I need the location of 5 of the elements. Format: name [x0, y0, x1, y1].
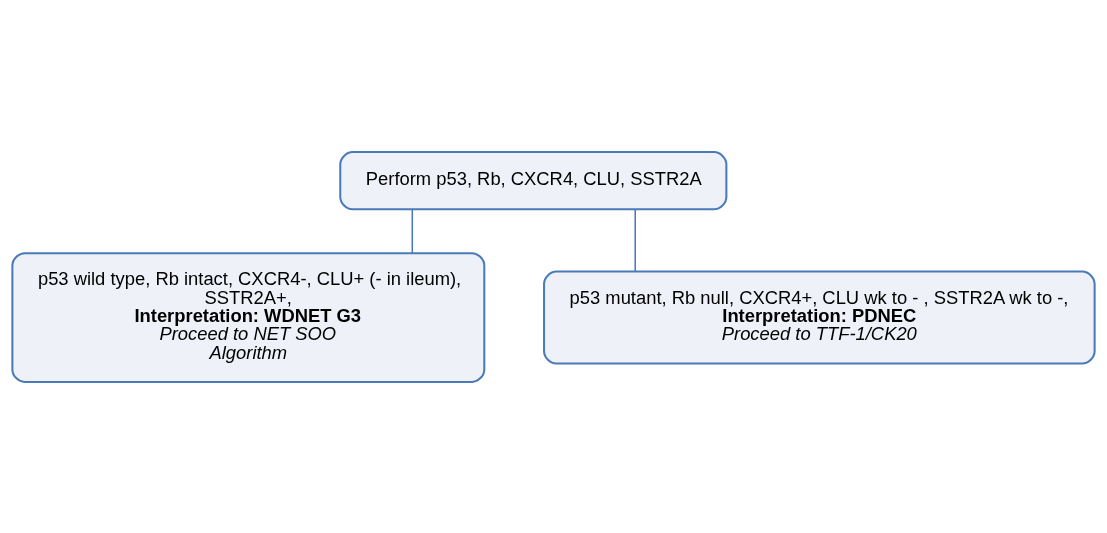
node-box: Perform p53, Rb, CXCR4, CLU, SSTR2A	[339, 150, 728, 210]
connector	[634, 208, 636, 272]
node-box: p53 wild type, Rb intact, CXCR4-, CLU+ (- in ileum), SSTR2A+, Interpretation: WDNET G3 Proceed to NET SOO Algorithm	[11, 251, 486, 383]
connector	[411, 208, 414, 254]
node-box: p53 mutant, Rb null, CXCR4+, CLU wk to - , SSTR2A wk to -, Interpretation: PDNEC Proceed to TTF-1/CK20	[543, 270, 1096, 365]
